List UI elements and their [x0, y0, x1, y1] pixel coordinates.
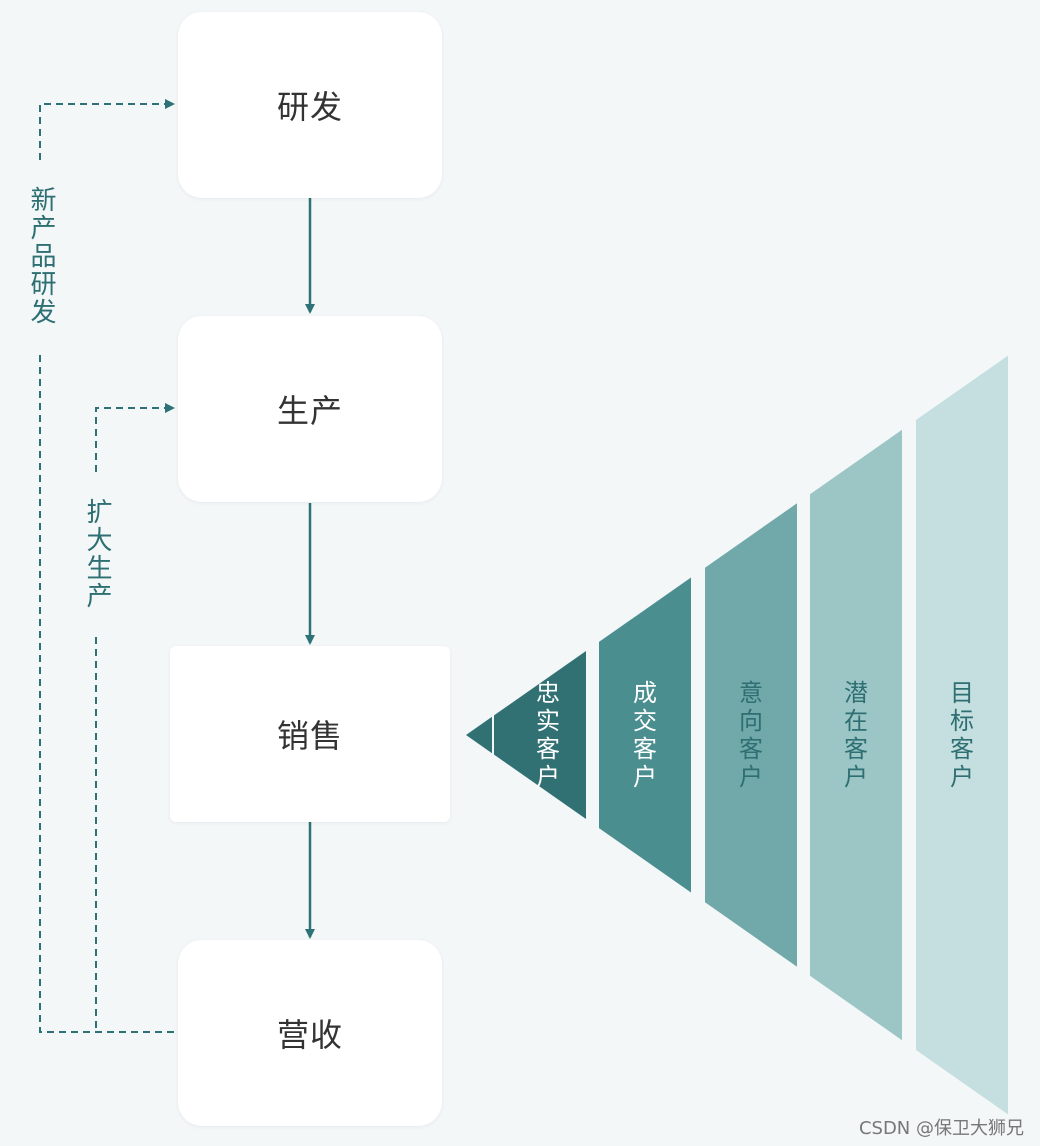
step-revenue-box: 营收	[178, 940, 442, 1126]
step-sales-label: 销售	[276, 717, 343, 755]
loop-expand-production-upper	[95, 403, 175, 472]
funnel-stage-1	[494, 651, 586, 819]
funnel-stage-3-label: 意向客户	[739, 679, 763, 791]
step-sales-box: 销售	[170, 646, 450, 822]
loop-new-product-upper	[39, 99, 175, 160]
funnel-stage-2-label: 成交客户	[633, 679, 657, 791]
step-rd-label: 研发	[276, 88, 343, 126]
funnel-stage-4-label: 潜在客户	[844, 679, 868, 791]
funnel-stage-2	[599, 577, 691, 893]
watermark: CSDN @保卫大狮兄	[858, 1118, 1024, 1139]
customer-funnel: 忠实客户 成交客户 意向客户 潜在客户 目标客户	[466, 355, 1008, 1115]
funnel-stage-5-label: 目标客户	[950, 679, 974, 791]
step-production-box: 生产	[178, 316, 442, 502]
loop-label-new-product: 新产品研发	[26, 186, 56, 326]
funnel-stage-3	[705, 503, 797, 967]
funnel-stage-1-label: 忠实客户	[536, 679, 560, 791]
loop-label-expand-production: 扩大生产	[82, 498, 112, 610]
funnel-stage-4	[810, 429, 902, 1041]
step-rd-box: 研发	[178, 12, 442, 198]
step-production-label: 生产	[276, 392, 343, 430]
loop-new-product-lower	[39, 355, 178, 1033]
funnel-tip	[466, 716, 492, 754]
step-revenue-label: 营收	[276, 1016, 343, 1054]
funnel-stage-5	[916, 355, 1008, 1115]
